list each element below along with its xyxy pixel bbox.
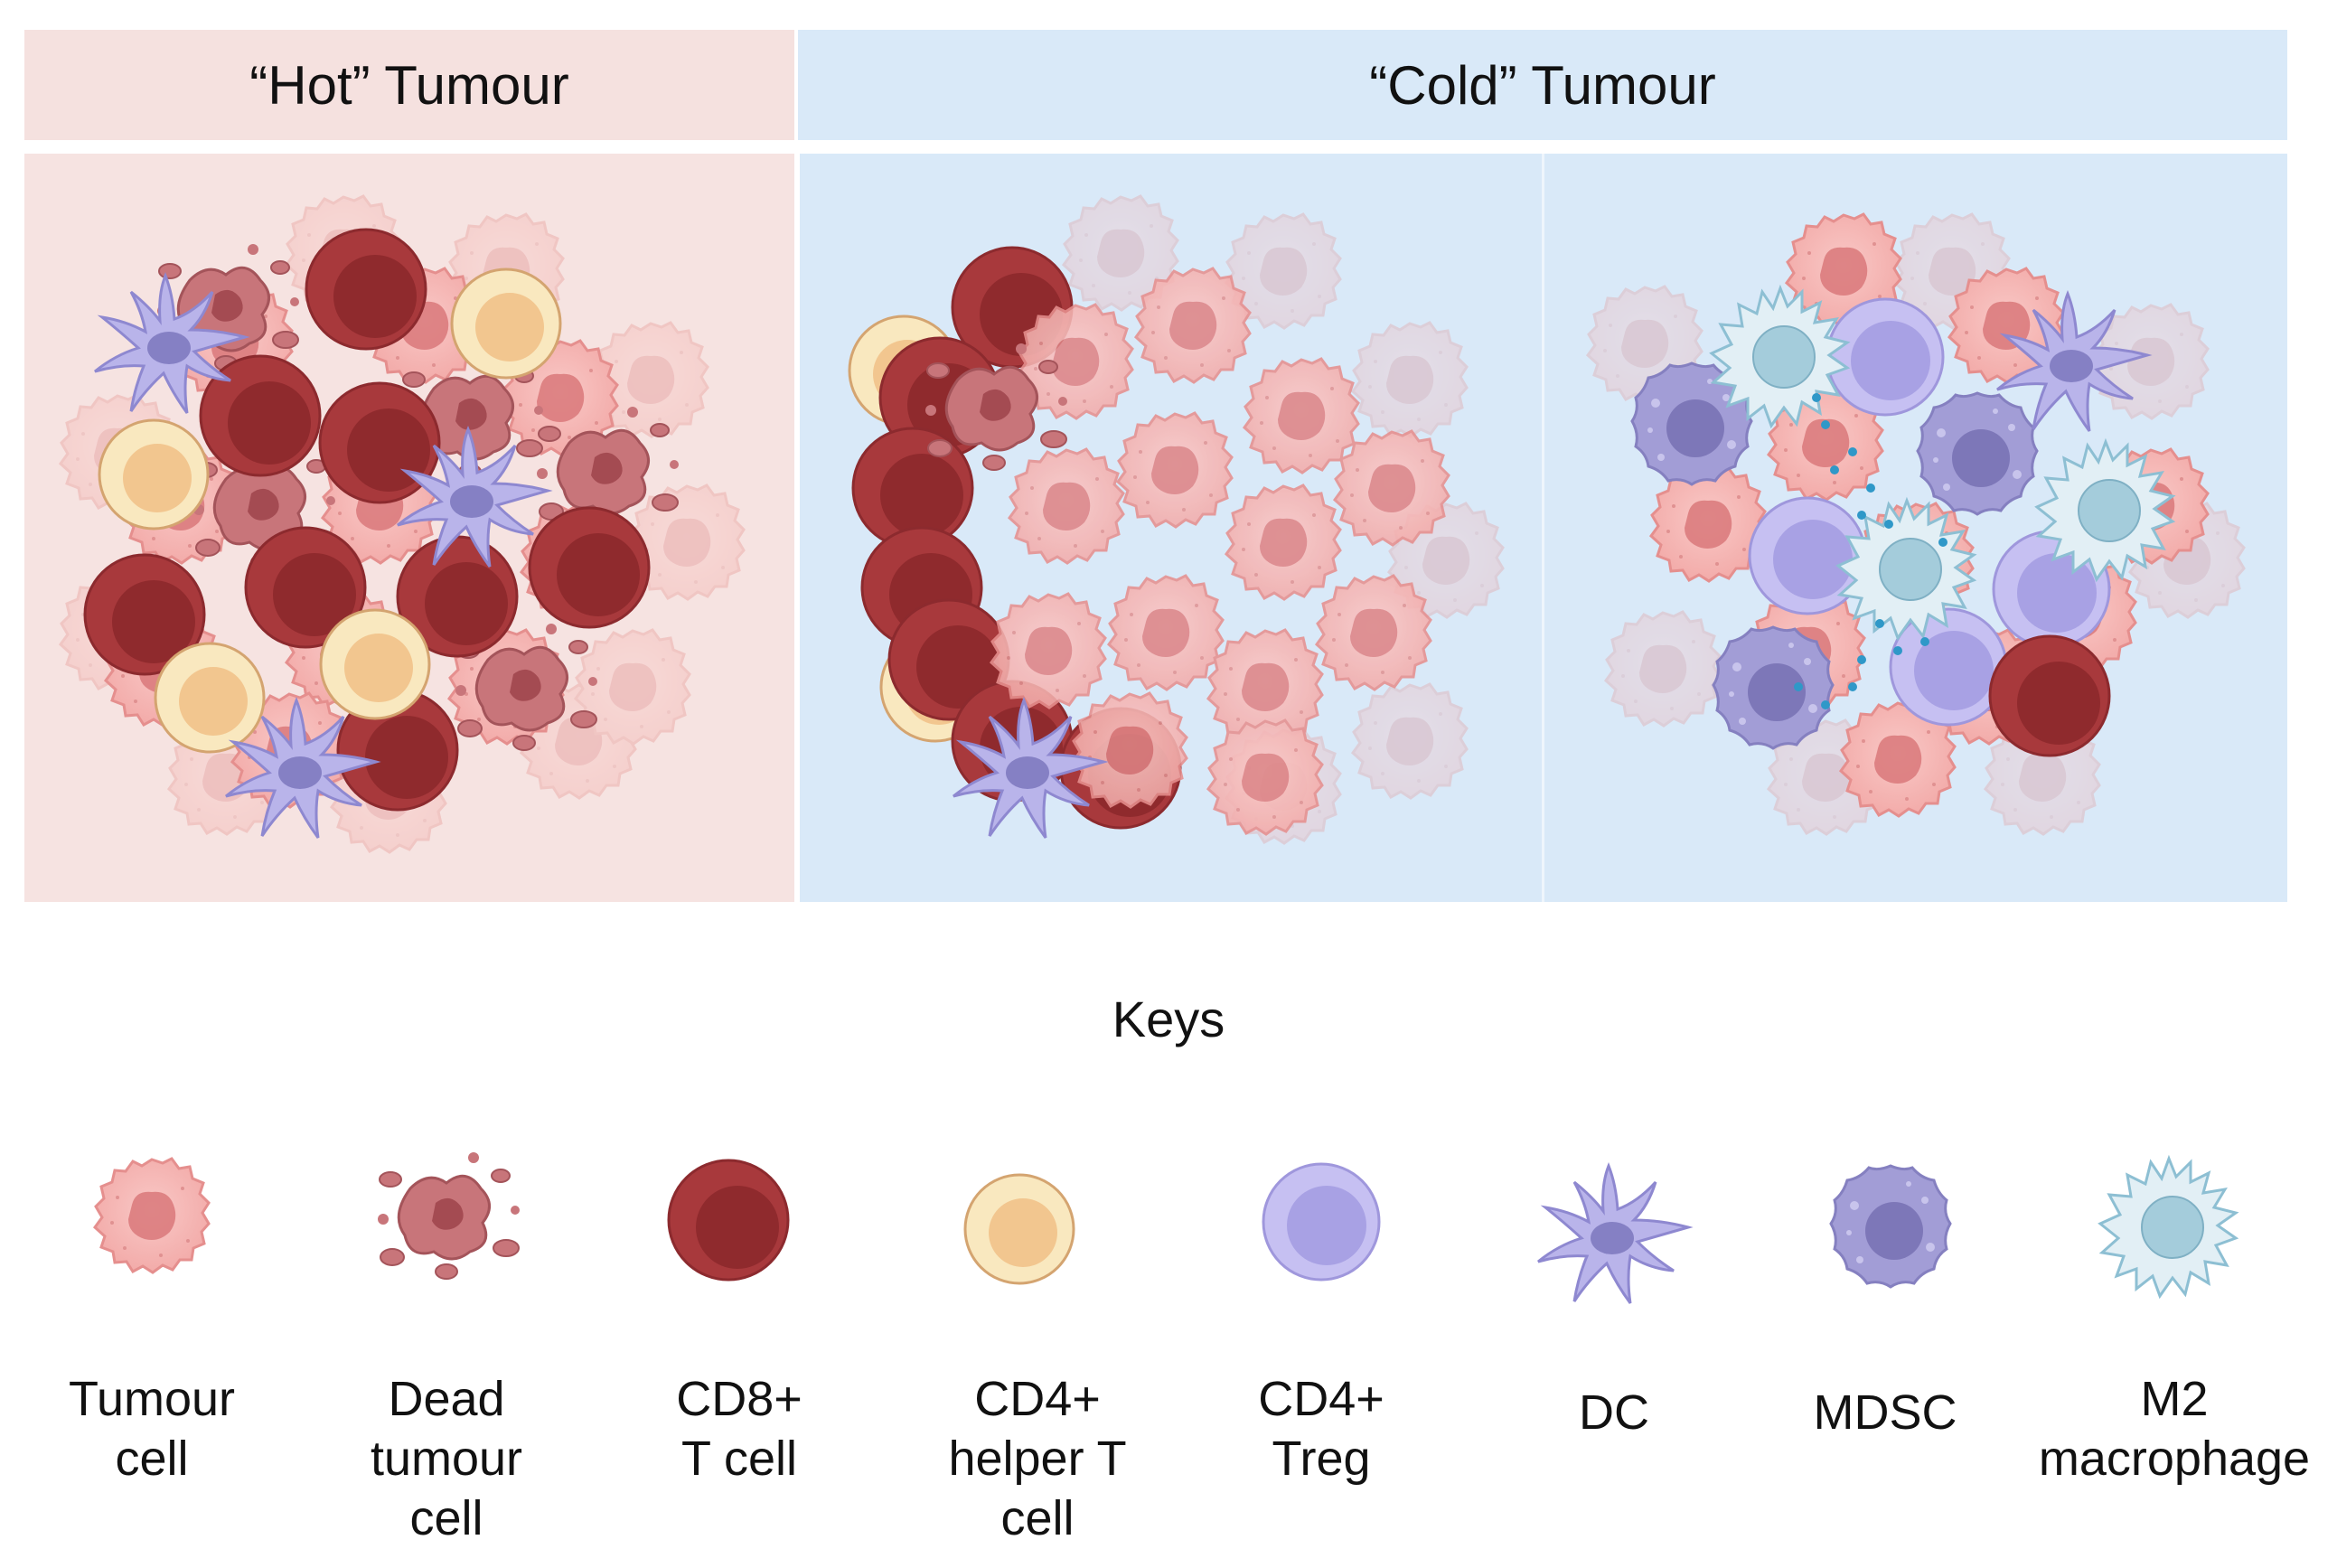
cold-panel-divider bbox=[1542, 154, 1544, 902]
hot-tumour-header: “Hot” Tumour bbox=[24, 30, 794, 140]
hot-tumour-cluster bbox=[59, 194, 746, 854]
dendritic-cell-icon bbox=[1536, 1164, 1690, 1305]
cold-excluded-cluster bbox=[848, 194, 1505, 845]
dead-tumour-cell-icon bbox=[376, 1150, 521, 1281]
hot-tumour-title: “Hot” Tumour bbox=[249, 54, 569, 116]
cd8-t-cell-icon bbox=[667, 1159, 790, 1282]
key-label-cd4-treg: CD4+ Treg bbox=[1258, 1372, 1384, 1486]
key-label-dc: DC bbox=[1579, 1385, 1649, 1440]
key-label-cd8-t-cell: CD8+ T cell bbox=[676, 1372, 802, 1486]
mdsc-icon bbox=[1829, 1164, 1952, 1289]
cd4-treg-icon bbox=[1262, 1162, 1381, 1282]
key-label-cd4-helper-t-cell: CD4+ helper T cell bbox=[948, 1372, 1127, 1545]
cd4-helper-t-cell-icon bbox=[963, 1173, 1075, 1285]
key-label-mdsc: MDSC bbox=[1813, 1385, 1957, 1440]
cold-tumour-title: “Cold” Tumour bbox=[1369, 54, 1716, 116]
cold-tumour-header: “Cold” Tumour bbox=[798, 30, 2287, 140]
key-label-m2-macrophage: M2 macrophage bbox=[2038, 1372, 2311, 1486]
tumour-cell-icon bbox=[93, 1157, 211, 1274]
m2-macrophage-icon bbox=[2098, 1157, 2238, 1298]
key-label-tumour-cell: Tumour cell bbox=[68, 1372, 236, 1486]
cold-suppressed-cluster bbox=[1586, 212, 2246, 836]
key-label-dead-tumour-cell: Dead tumour cell bbox=[370, 1372, 523, 1545]
keys-title: Keys bbox=[1112, 991, 1225, 1047]
